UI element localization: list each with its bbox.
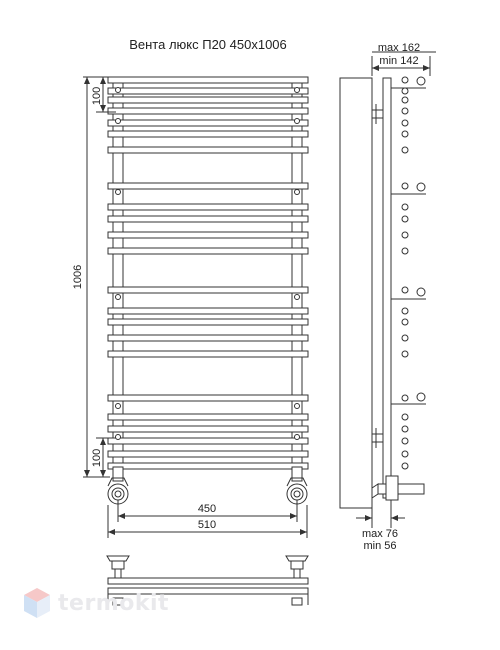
mount-dot — [294, 294, 300, 300]
logo-text: termokit — [58, 590, 170, 616]
towel-bar — [107, 462, 309, 470]
towel-bar — [107, 286, 309, 294]
towel-bar — [107, 413, 309, 421]
top-view — [106, 555, 309, 606]
dim-axis-width: 450 — [198, 503, 216, 515]
towel-bar — [107, 107, 309, 115]
left-valve — [107, 466, 129, 505]
dim-wall-min: min 56 — [363, 540, 396, 552]
mount-dot — [294, 87, 300, 93]
bar-end — [401, 394, 409, 402]
right-valve — [286, 466, 308, 505]
towel-bar — [107, 87, 309, 95]
brand-logo: termokit — [22, 586, 169, 620]
towel-bar — [107, 215, 309, 223]
towel-bar — [107, 334, 309, 342]
mount-dot — [115, 294, 121, 300]
hook-ring — [416, 76, 426, 86]
bar-ends — [401, 76, 409, 470]
towel-bar — [107, 394, 309, 402]
towel-bar — [107, 130, 309, 138]
cube-logo-icon — [24, 588, 50, 618]
mount-dot — [115, 189, 121, 195]
towel-bars — [107, 76, 309, 470]
bar-end — [401, 87, 409, 95]
wall — [339, 77, 373, 509]
bar-end — [401, 119, 409, 127]
dim-depth-min: min 142 — [379, 55, 418, 67]
bar-end — [401, 437, 409, 445]
mount-dot — [294, 403, 300, 409]
bar-end — [401, 318, 409, 326]
bar-end — [401, 231, 409, 239]
hook-ring — [416, 392, 426, 402]
towel-bar — [107, 307, 309, 315]
side-view — [339, 51, 436, 528]
hook-ring — [416, 287, 426, 297]
dim-wall-max: max 76 — [362, 528, 398, 540]
mount-dot — [294, 118, 300, 124]
wall-brackets — [371, 104, 384, 448]
dim-top-offset: 100 — [91, 87, 103, 105]
dim-height-total: 1006 — [72, 265, 84, 289]
side-valve — [371, 475, 425, 501]
mount-dot — [115, 87, 121, 93]
bar-end — [401, 450, 409, 458]
bar-end — [401, 76, 409, 84]
towel-bar — [107, 437, 309, 445]
towel-bar — [107, 247, 309, 255]
top-view-left-valve — [106, 555, 130, 579]
bar-end — [401, 462, 409, 470]
bar-end — [401, 130, 409, 138]
towel-bar — [107, 76, 309, 84]
mount-dot — [294, 189, 300, 195]
hook-ring — [416, 182, 426, 192]
dim-overall-width: 510 — [198, 519, 216, 531]
towel-bar — [107, 96, 309, 104]
bar-end — [401, 413, 409, 421]
bar-end — [401, 215, 409, 223]
bar-end — [401, 350, 409, 358]
towel-bar — [107, 203, 309, 211]
towel-bar — [107, 425, 309, 433]
bar-end — [401, 146, 409, 154]
towel-bar — [107, 182, 309, 190]
dim-depth-max: max 162 — [378, 42, 420, 54]
bar-end — [401, 425, 409, 433]
mount-dot — [115, 118, 121, 124]
towel-hooks — [391, 76, 426, 405]
drawing-title: Вента люкс П20 450x1006 — [129, 37, 287, 52]
side-collector — [382, 77, 392, 499]
mount-dot — [115, 403, 121, 409]
bar-end — [401, 107, 409, 115]
bar-end — [401, 286, 409, 294]
mounting-points — [115, 87, 300, 440]
towel-bar — [107, 146, 309, 154]
bar-end — [401, 247, 409, 255]
dim-bottom-offset: 100 — [91, 449, 103, 467]
top-view-right-valve — [285, 555, 309, 579]
towel-bar — [107, 450, 309, 458]
mount-dot — [115, 434, 121, 440]
towel-bar — [107, 318, 309, 326]
front-view — [83, 76, 309, 538]
bar-end — [401, 334, 409, 342]
bar-end — [401, 203, 409, 211]
towel-bar — [107, 350, 309, 358]
bar-end — [401, 182, 409, 190]
bar-end — [401, 96, 409, 104]
towel-bar — [107, 119, 309, 127]
towel-bar — [107, 231, 309, 239]
mount-dot — [294, 434, 300, 440]
bar-end — [401, 307, 409, 315]
